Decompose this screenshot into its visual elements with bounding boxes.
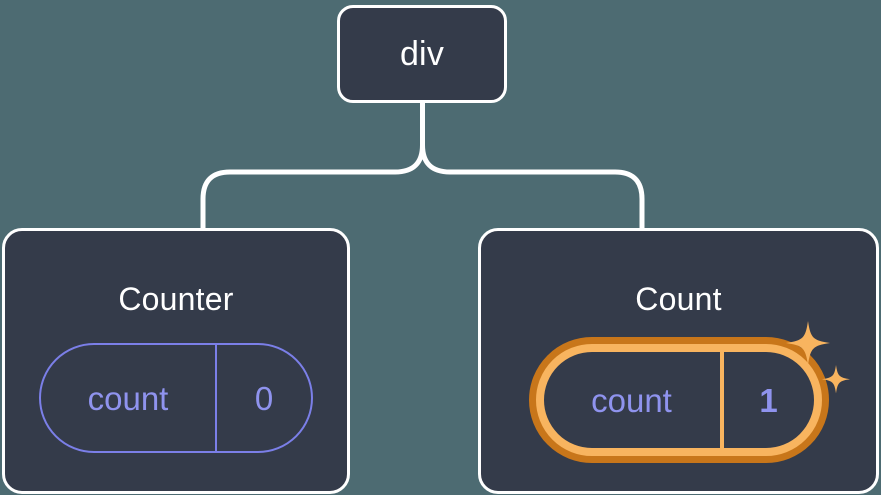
node-counter[interactable]: Counter count 0 xyxy=(2,228,350,494)
state-pill-highlight-ring xyxy=(528,337,829,463)
node-root-div[interactable]: div xyxy=(337,5,507,103)
node-count[interactable]: Count count 1 xyxy=(478,228,879,494)
node-count-title: Count xyxy=(635,281,722,317)
node-counter-title: Counter xyxy=(118,281,234,317)
state-key-label: count xyxy=(87,379,169,417)
state-key-label: count xyxy=(591,381,672,419)
state-pill-highlight-body: count 1 xyxy=(535,344,822,456)
connector-to-right-child xyxy=(420,142,645,233)
state-value-label: 1 xyxy=(759,381,778,419)
state-pill-body: count 0 xyxy=(39,343,313,453)
connector-to-left-child xyxy=(200,142,425,233)
state-pill-key-cell: count xyxy=(544,352,720,448)
state-pill-count-highlighted[interactable]: count 1 xyxy=(528,337,829,463)
state-pill-key-cell: count xyxy=(41,345,215,451)
state-pill-value-cell: 0 xyxy=(215,345,311,451)
state-value-label: 0 xyxy=(254,379,274,417)
state-pill-value-cell: 1 xyxy=(719,352,814,448)
node-root-title: div xyxy=(399,35,445,73)
state-pill-counter[interactable]: count 0 xyxy=(39,343,313,453)
